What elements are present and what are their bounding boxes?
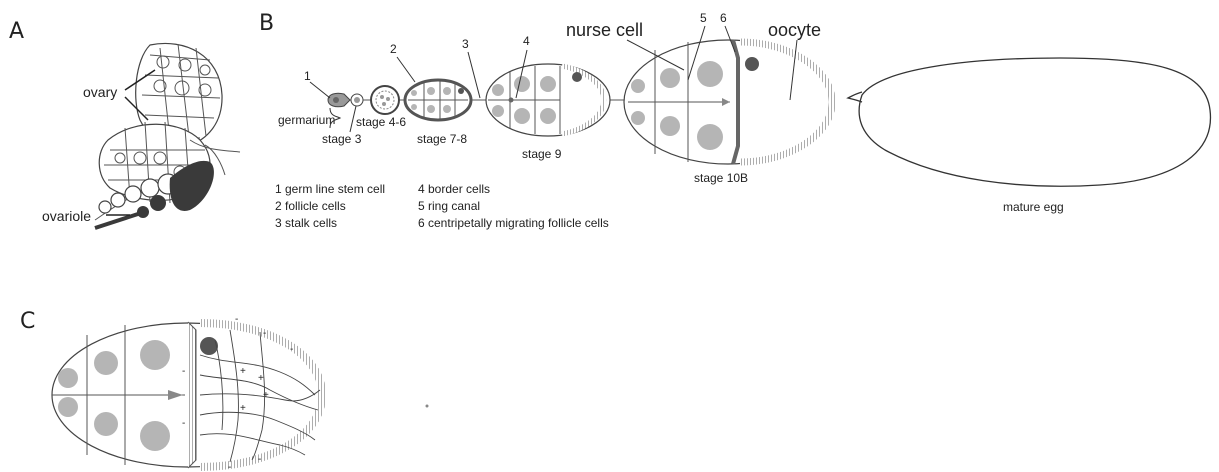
stage-7-8-chamber (405, 80, 471, 120)
speck (426, 405, 429, 408)
nurse-cell-label: nurse cell (566, 20, 643, 40)
stage-10b-label: stage 10B (694, 171, 748, 185)
ovariole-label: ovariole (42, 208, 91, 224)
callout-3: 3 (462, 37, 469, 51)
legend-item: 1 germ line stem cell (275, 182, 385, 196)
minus-end-marker: - (258, 454, 261, 465)
plus-end-marker: + (240, 403, 246, 414)
minus-end-marker: - (290, 344, 293, 355)
plus-end-marker: + (263, 390, 269, 401)
ovary-label: ovary (83, 84, 117, 100)
legend-item: 4 border cells (418, 182, 490, 196)
minus-end-marker: - (263, 328, 266, 339)
panel-a-label: A (9, 19, 24, 44)
oocyte-label: oocyte (768, 20, 821, 40)
mature-egg (848, 58, 1210, 186)
minus-end-marker: - (235, 314, 238, 325)
legend-item: 6 centripetally migrating follicle cells (418, 216, 609, 230)
minus-end-marker: - (182, 366, 185, 377)
germarium (328, 93, 350, 107)
stage-4-6-label: stage 4-6 (356, 115, 406, 129)
callout-5: 5 (700, 11, 707, 25)
callout-4: 4 (523, 34, 530, 48)
germarium-label: germarium (278, 113, 335, 127)
panel-c-label: C (20, 309, 35, 334)
legend-item: 2 follicle cells (275, 199, 346, 213)
callout-2: 2 (390, 42, 397, 56)
callout-6: 6 (720, 11, 727, 25)
plus-end-marker: + (240, 366, 246, 377)
legend: 1 germ line stem cell 2 follicle cells 3… (275, 182, 609, 230)
callout-1: 1 (304, 69, 311, 83)
plus-end-marker: + (258, 373, 264, 384)
legend-item: 3 stalk cells (275, 216, 337, 230)
stage-10b-chamber (624, 40, 832, 164)
panel-b-label: B (259, 11, 274, 36)
panel-b: B (259, 11, 1210, 230)
stage-3-label: stage 3 (322, 132, 362, 146)
minus-end-marker: - (228, 462, 231, 472)
panel-c: C + + + + - - - - - - - (20, 309, 322, 472)
panel-a: A (9, 19, 240, 228)
stage-9-label: stage 9 (522, 147, 562, 161)
legend-item: 5 ring canal (418, 199, 480, 213)
mature-egg-label: mature egg (1003, 200, 1064, 214)
stage-4-6-chamber (371, 86, 399, 114)
stage-7-8-label: stage 7-8 (417, 132, 467, 146)
minus-end-marker: - (182, 418, 185, 429)
stage-9-chamber (486, 64, 610, 136)
